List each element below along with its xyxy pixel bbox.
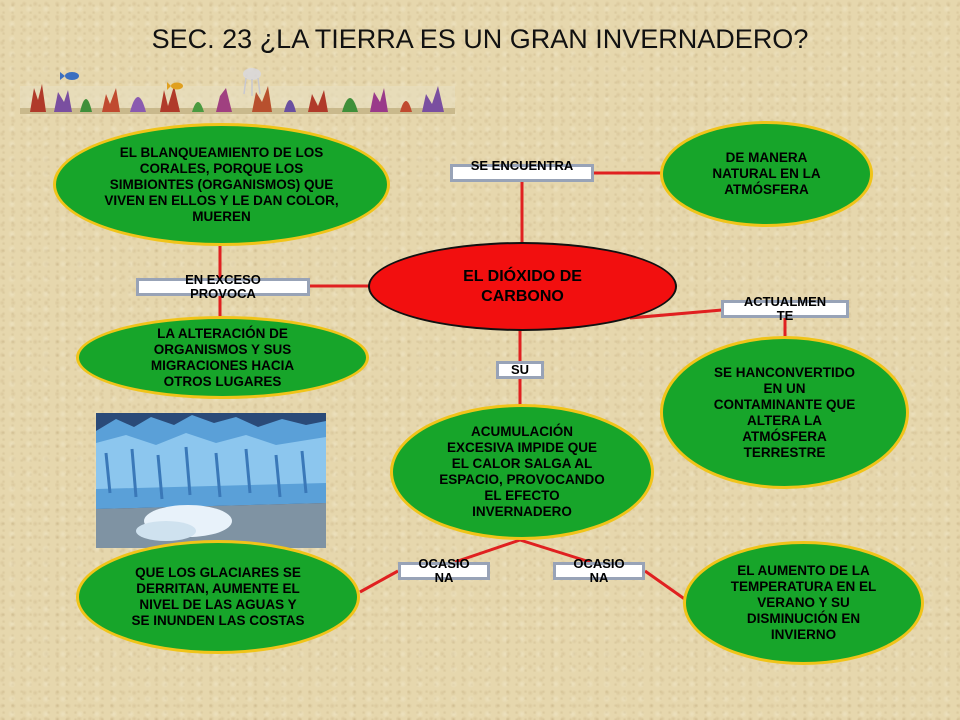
line-center-actualmente — [629, 308, 723, 320]
glacier-image — [96, 413, 326, 548]
label-actualmente: ACTUALMEN TE — [721, 295, 849, 323]
node-temperatura-text: EL AUMENTO DE LA TEMPERATURA EN EL VERAN… — [730, 563, 877, 642]
label-ocasiona-right-text: OCASIO NA — [573, 556, 625, 585]
label-se-encuentra-text: SE ENCUENTRA — [470, 158, 574, 173]
node-glaciares-text: QUE LOS GLACIARES SE DERRITAN, AUMENTE E… — [131, 565, 305, 628]
node-contaminante-text: SE HANCONVERTIDO EN UN CONTAMINANTE QUE … — [713, 364, 856, 460]
label-su-text: SU — [510, 362, 530, 377]
label-se-encuentra: SE ENCUENTRA — [450, 159, 594, 182]
node-blanqueamiento: EL BLANQUEAMIENTO DE LOS CORALES, PORQUE… — [53, 123, 390, 246]
coral-shapes — [30, 84, 444, 112]
label-en-exceso-provoca: EN EXCESO PROVOCA — [136, 273, 310, 301]
node-contaminante: SE HANCONVERTIDO EN UN CONTAMINANTE QUE … — [660, 336, 909, 489]
coral-reef-banner — [20, 68, 455, 114]
label-ocasiona-right: OCASIO NA — [553, 557, 645, 585]
node-alteracion: LA ALTERACIÓN DE ORGANISMOS Y SUS MIGRAC… — [76, 316, 369, 399]
label-ocasiona-left-text: OCASIO NA — [418, 556, 470, 585]
page-title: SEC. 23 ¿LA TIERRA ES UN GRAN INVERNADER… — [151, 24, 809, 54]
node-acumulacion-text: ACUMULACIÓN EXCESIVA IMPIDE QUE EL CALOR… — [439, 424, 605, 519]
node-dioxido-de-carbono-text: EL DIÓXIDO DE CARBONO — [463, 267, 582, 305]
line-acumulacion-ocasiona-left — [454, 538, 521, 564]
line-ocasiona-left-glaciares — [359, 569, 399, 594]
node-natural: DE MANERA NATURAL EN LA ATMÓSFERA — [660, 121, 873, 227]
fish-shapes — [60, 68, 261, 96]
node-natural-text: DE MANERA NATURAL EN LA ATMÓSFERA — [712, 150, 821, 197]
node-alteracion-text: LA ALTERACIÓN DE ORGANISMOS Y SUS MIGRAC… — [150, 325, 295, 389]
label-ocasiona-left: OCASIO NA — [398, 557, 490, 585]
node-acumulacion: ACUMULACIÓN EXCESIVA IMPIDE QUE EL CALOR… — [390, 404, 654, 540]
line-acumulacion-ocasiona-right — [519, 538, 591, 564]
node-dioxido-de-carbono: EL DIÓXIDO DE CARBONO — [368, 242, 677, 331]
label-su: SU — [496, 361, 544, 379]
label-en-exceso-provoca-text: EN EXCESO PROVOCA — [185, 272, 261, 301]
node-glaciares: QUE LOS GLACIARES SE DERRITAN, AUMENTE E… — [76, 540, 360, 654]
node-blanqueamiento-text: EL BLANQUEAMIENTO DE LOS CORALES, PORQUE… — [104, 144, 339, 224]
node-temperatura: EL AUMENTO DE LA TEMPERATURA EN EL VERAN… — [683, 541, 924, 665]
line-ocasiona-right-temperatura — [644, 569, 687, 602]
label-actualmente-text: ACTUALMEN TE — [743, 294, 827, 323]
